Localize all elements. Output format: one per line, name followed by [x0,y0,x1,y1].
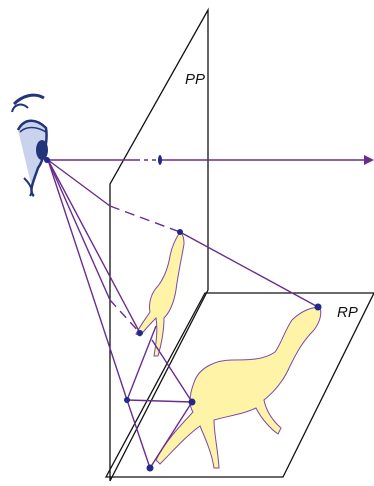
ray-to-chest-front [47,159,111,301]
picture-plane-label: PP [185,71,205,88]
ground-head-point [314,303,322,311]
reference-plane-label: RP [337,304,358,321]
eye-icon [11,93,48,198]
ground-rump-point [188,398,196,406]
projection-rays [47,159,319,469]
ray-head-to-ground [179,231,319,308]
sight-pierce-point [158,155,162,165]
picture-head-point [177,229,183,235]
ray-ground-tail [149,401,193,469]
sight-arrowhead [364,155,374,165]
picture-hoof-point [124,397,130,403]
ray-to-hoof-front [47,159,128,401]
ray-chest-to-hoof [126,325,157,401]
ray-to-chest-back [109,299,141,334]
ground-hoof-point [146,464,154,472]
ray-rump-to-ground [151,339,193,403]
eye-point [44,157,50,163]
picture-plane [109,7,209,482]
ray-to-head-front [47,159,111,207]
picture-rump-point [137,330,143,336]
ray-to-rump-front [47,159,141,334]
picture-horse [135,231,185,357]
ray-to-head-back [109,205,181,233]
projection-points [44,157,322,472]
ground-horse [155,307,322,469]
ray-hoof-to-ground-2 [126,399,193,403]
ray-hoof-to-ground [126,399,151,469]
reference-plane [104,292,374,478]
